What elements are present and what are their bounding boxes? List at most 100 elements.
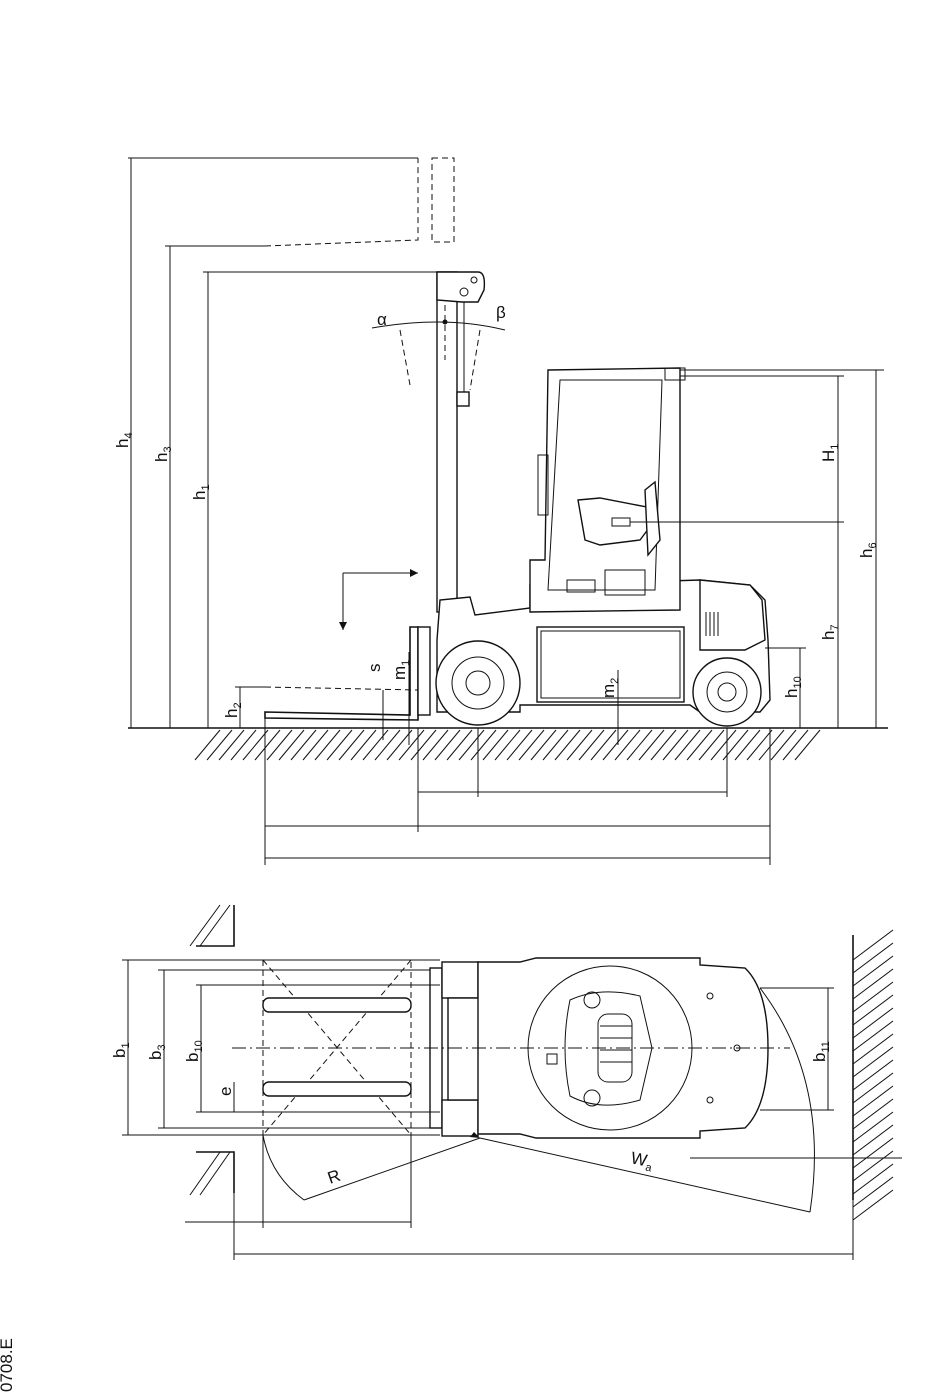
hatch-line [603, 730, 628, 760]
label-b11: b11 [810, 1041, 832, 1062]
label-h1: h1 [190, 484, 212, 500]
hatch-line [591, 730, 616, 760]
fork-lift-height-ghost [265, 687, 418, 690]
hatch-line [483, 730, 508, 760]
label-e: e [216, 1087, 235, 1096]
hatch-line [663, 730, 688, 760]
top-view [122, 905, 902, 1260]
hatch-line [853, 1034, 893, 1064]
hatch-line [267, 730, 292, 760]
side-view [128, 158, 888, 865]
hatch-line [363, 730, 388, 760]
label-h3: h3 [152, 446, 174, 462]
hatch-line [853, 1177, 893, 1207]
hatch-line [231, 730, 256, 760]
label-h7: h7 [819, 624, 841, 640]
hatch-line [459, 730, 484, 760]
hatch-line [853, 1008, 893, 1038]
hatch-line [423, 730, 448, 760]
document-code: 0708.E [0, 1338, 16, 1392]
hatch-line [853, 969, 893, 999]
hatch-line [435, 730, 460, 760]
raised-carriage [432, 158, 454, 242]
hatch-line [351, 730, 376, 760]
label-b10: b10 [183, 1040, 205, 1062]
ground-hatching [195, 730, 820, 760]
tilt-back [470, 330, 480, 390]
fork-carriage [418, 627, 430, 715]
hatch-line [675, 730, 700, 760]
hatch-line [783, 730, 808, 760]
aisle-wall-right [853, 930, 893, 1220]
label-h10: h10 [782, 676, 804, 698]
rear-wheel [693, 658, 761, 726]
label-b3: b3 [146, 1044, 168, 1060]
wall-corner-bottom [196, 1152, 234, 1193]
hatch-line [651, 730, 676, 760]
hatch-line [567, 730, 592, 760]
hatch-line [291, 730, 316, 760]
fork-left [263, 998, 411, 1012]
mast-block [457, 392, 469, 406]
label-h6: h6 [857, 542, 879, 558]
hatch-line [853, 1112, 893, 1142]
hatch-line [853, 1060, 893, 1090]
label-alpha: α [377, 310, 387, 329]
radius-arc-R [263, 1135, 304, 1200]
hatch-line [771, 730, 796, 760]
hatch-line [519, 730, 544, 760]
label-s: s [365, 664, 384, 673]
hatch-line [579, 730, 604, 760]
hatch-line [471, 730, 496, 760]
hatch-line [615, 730, 640, 760]
hatch-line [411, 730, 436, 760]
arrow-head-down [339, 622, 347, 630]
hatch-line [853, 1125, 893, 1155]
hatch-line [853, 1047, 893, 1077]
hatch-line [243, 730, 268, 760]
mast-upright-right [442, 1100, 478, 1136]
hatch-line [747, 730, 772, 760]
hatch-line [255, 730, 280, 760]
fork-right [263, 1082, 411, 1096]
hatch-line [339, 730, 364, 760]
hatch-line [853, 1021, 893, 1051]
hatch-line [711, 730, 736, 760]
hatch-line [219, 730, 244, 760]
front-wheel [436, 641, 520, 725]
arrow-head-right [410, 569, 418, 577]
hatch-line [853, 943, 893, 973]
hatch-line [853, 1086, 893, 1116]
hatch-line [699, 730, 724, 760]
hatch-line [399, 730, 424, 760]
hatch-line [853, 1099, 893, 1129]
hatch-line [853, 956, 893, 986]
radius-arc-Wa [760, 988, 814, 1212]
aisle-wall-top [190, 905, 230, 946]
hatch-line [543, 730, 568, 760]
tilt-pivot [443, 320, 448, 325]
raised-fork [265, 158, 418, 246]
hatch-line [795, 730, 820, 760]
hatch-line [687, 730, 712, 760]
hatch-line [853, 1151, 893, 1181]
hatch-line [853, 1073, 893, 1103]
hatch-line [387, 730, 412, 760]
hatch-line [639, 730, 664, 760]
hatch-line [853, 982, 893, 1012]
aisle-wall-bottom [190, 1152, 230, 1195]
hatch-line [207, 730, 232, 760]
radius-line-Wa [480, 1138, 810, 1212]
label-m1: m1 [390, 660, 412, 680]
hatch-line [375, 730, 400, 760]
label-Wa: Wa [629, 1148, 656, 1174]
label-h2: h2 [222, 702, 244, 718]
hatch-line [447, 730, 472, 760]
hatch-line [531, 730, 556, 760]
hatch-line [303, 730, 328, 760]
hatch-line [507, 730, 532, 760]
mast-upright-left [442, 962, 478, 998]
tilt-forward [400, 330, 410, 385]
mast-head [437, 272, 484, 302]
